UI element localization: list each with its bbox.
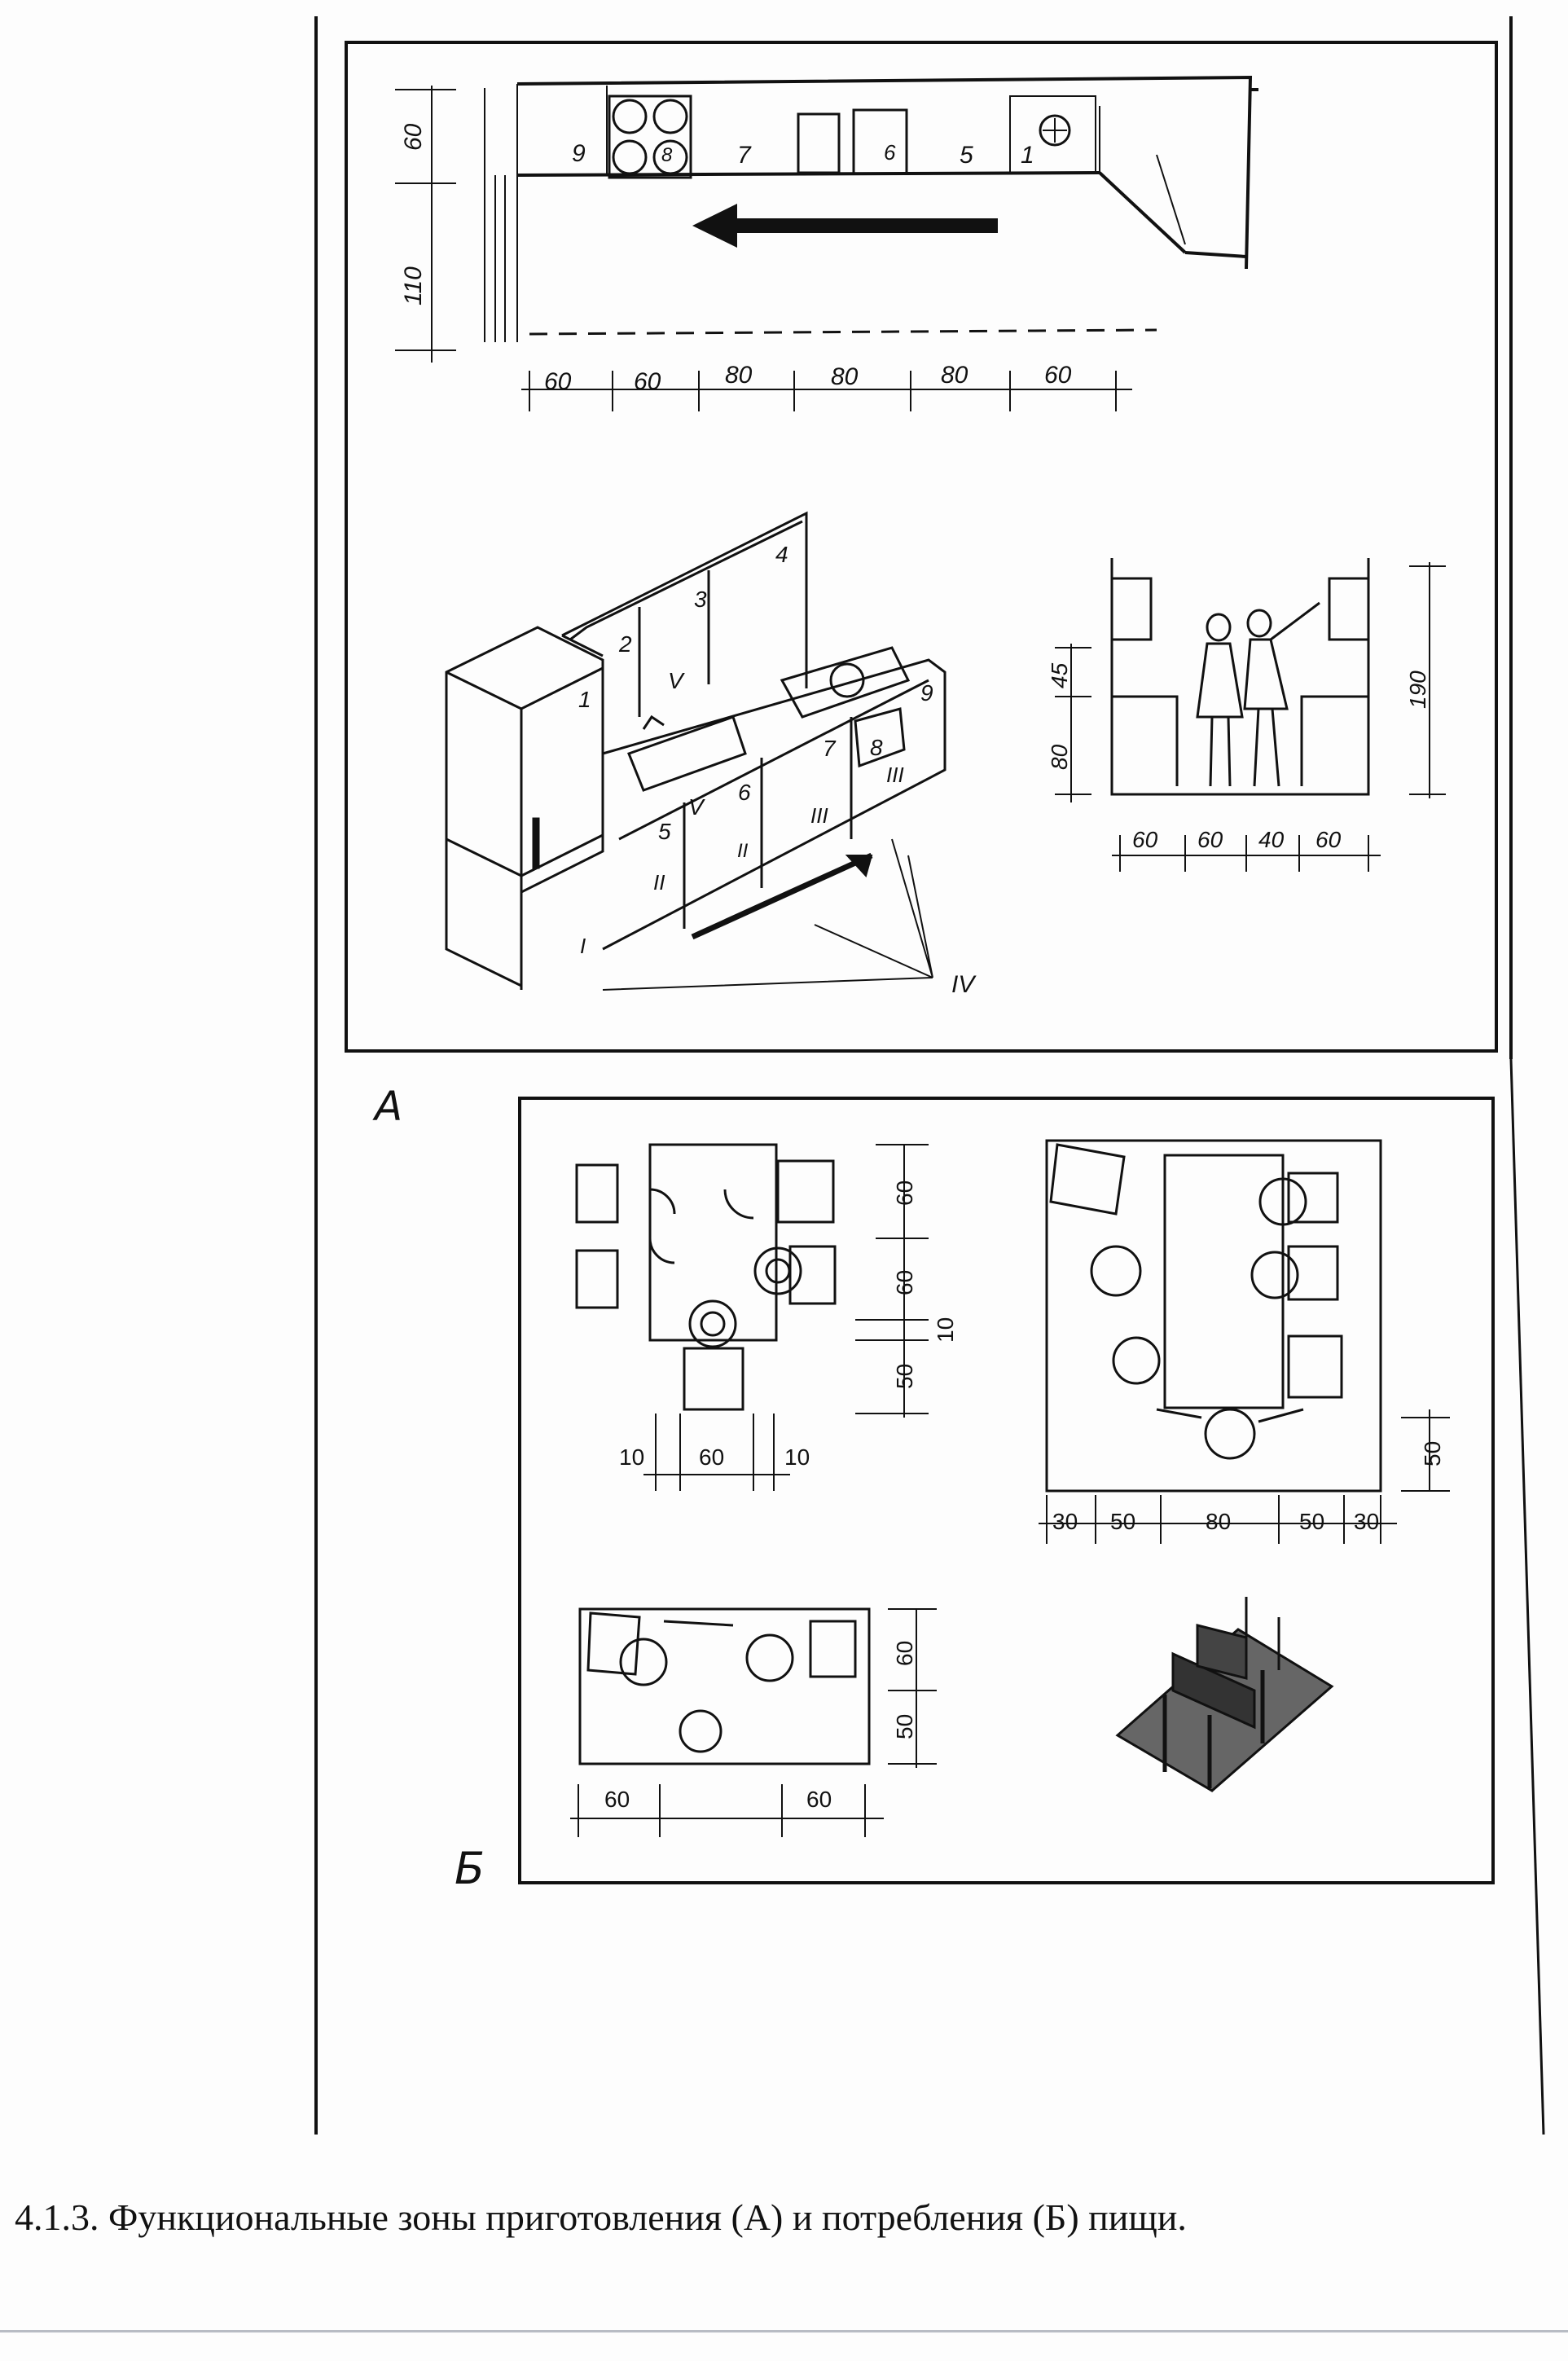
dim-label: 80 <box>831 363 859 390</box>
dim-label: 80 <box>1047 744 1072 770</box>
dim-label: 60 <box>544 368 572 395</box>
page-frame <box>314 16 1545 2135</box>
table2-dimensions <box>1039 1409 1450 1544</box>
cabinet-number: 3 <box>694 587 707 612</box>
table1-dimensions <box>643 1144 929 1491</box>
dim-label: 60 <box>1315 827 1342 852</box>
dim-label: 60 <box>699 1444 724 1470</box>
dim-label: 50 <box>1299 1509 1324 1534</box>
cabinet-number: 7 <box>823 736 837 761</box>
kitchen-section <box>1110 558 1370 796</box>
dim-label: 30 <box>1354 1509 1379 1534</box>
dim-label: 10 <box>933 1317 958 1343</box>
cabinet-number: 5 <box>658 819 671 844</box>
dining-table-6 <box>1045 1139 1382 1493</box>
dim-label: 60 <box>892 1270 917 1295</box>
panel-a-frame <box>345 41 1498 1053</box>
cabinet-number: 2 <box>618 631 632 657</box>
isometric-table <box>1115 1597 1334 1792</box>
dim-label: 50 <box>1420 1441 1445 1466</box>
kitchen-isometric <box>445 511 947 990</box>
dim-label: 80 <box>1206 1509 1231 1534</box>
plan-dimensions <box>395 86 1132 411</box>
isometric-arrows <box>602 838 933 991</box>
panel-a-label: А <box>372 1083 402 1130</box>
dim-label: 60 <box>806 1787 832 1812</box>
dim-label: 60 <box>1044 362 1072 389</box>
zone-numeral: III <box>810 803 828 828</box>
zone-numeral: IV <box>951 971 977 998</box>
dim-label: 60 <box>1197 827 1223 852</box>
plan-number: 1 <box>1021 142 1034 169</box>
section-dimensions <box>1055 562 1446 872</box>
dim-label: 10 <box>619 1444 644 1470</box>
dim-label: 30 <box>1052 1509 1078 1534</box>
zone-numeral: V <box>688 794 705 820</box>
cabinet-number: 6 <box>738 780 751 805</box>
dim-label: 60 <box>1132 827 1158 852</box>
dim-label: 110 <box>400 266 427 306</box>
dim-label: 60 <box>400 123 427 151</box>
movement-arrow <box>692 204 998 248</box>
plan-number: 6 <box>884 140 896 165</box>
dim-label: 10 <box>784 1444 810 1470</box>
dim-label: 190 <box>1405 670 1430 709</box>
zone-numeral: II <box>737 840 749 862</box>
dim-label: 60 <box>892 1180 917 1206</box>
zone-numeral: III <box>886 763 904 787</box>
plan-number: 8 <box>661 144 673 166</box>
cabinet-number: 9 <box>920 680 933 706</box>
dim-label: 45 <box>1047 662 1072 688</box>
kitchen-plan <box>484 75 1258 342</box>
dim-label: 40 <box>1258 827 1285 852</box>
dining-table-2 <box>578 1607 871 1765</box>
dim-label: 50 <box>892 1714 917 1739</box>
bottom-rule <box>0 2330 1568 2332</box>
dim-label: 50 <box>892 1364 917 1389</box>
dim-label: 80 <box>725 362 753 389</box>
dim-label: 60 <box>892 1641 917 1666</box>
plan-number: 7 <box>737 142 752 169</box>
table3-dimensions <box>570 1608 937 1837</box>
dining-table-4 <box>575 1143 837 1411</box>
panel-b-frame <box>518 1097 1495 1884</box>
panel-b-label: Б <box>455 1843 485 1894</box>
plan-number: 5 <box>960 142 973 169</box>
figure-caption: 4.1.3. Функциональные зоны приготовления… <box>15 2196 1187 2238</box>
dim-label: 60 <box>634 368 661 395</box>
dim-label: 50 <box>1110 1509 1135 1534</box>
plan-numbers: 9 8 7 6 5 1 <box>572 140 1034 169</box>
zone-numeral: II <box>653 870 665 895</box>
cabinet-number: 8 <box>870 735 883 760</box>
cabinet-number: 4 <box>775 542 788 567</box>
cabinet-number: 1 <box>578 687 591 712</box>
zone-numeral: I <box>580 934 586 958</box>
zone-numeral: V <box>668 668 685 693</box>
dim-label: 80 <box>941 362 968 389</box>
dim-label: 60 <box>604 1787 630 1812</box>
panel-a: 9 8 7 6 5 1 60 110 60 60 80 80 <box>345 41 1498 1053</box>
plan-number: 9 <box>572 140 586 167</box>
panel-b: 60 60 10 50 10 60 10 <box>518 1097 1495 1884</box>
